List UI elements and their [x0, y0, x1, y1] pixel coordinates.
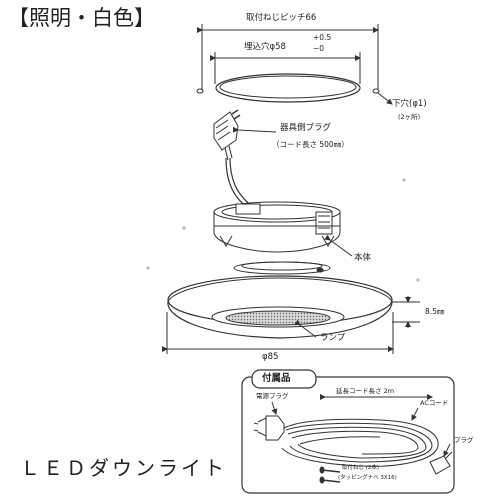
extension-cord-label: 延長コード長さ 2m	[336, 387, 395, 395]
product-name: ＬＥＤダウンライト	[20, 456, 227, 480]
screws-label: 取付ねじ (2本)	[342, 465, 380, 471]
pilot-hole-right	[372, 88, 380, 94]
pilot-hole-count: (2ヶ所)	[398, 113, 421, 121]
cord-line	[225, 157, 249, 209]
lamp-flange	[167, 275, 393, 339]
diameter-label: φ85	[262, 352, 279, 362]
cutout-dimension	[210, 52, 361, 84]
cord-length-label: （コード長さ 500㎜）	[272, 140, 349, 149]
plug-label: プラグ	[454, 436, 474, 444]
mount-pitch-dimension	[197, 24, 379, 90]
ac-cord-label: ACコード	[420, 399, 449, 407]
cutout-label: 埋込穴φ58	[244, 42, 286, 52]
height-dimension	[392, 296, 420, 328]
registration-marks	[146, 178, 420, 282]
page-title: 【照明・白色】	[8, 6, 155, 30]
height-label: 8.5㎜	[425, 307, 445, 316]
led-panel	[225, 310, 331, 326]
accessories-heading: 付属品	[262, 373, 291, 384]
body-label: 本体	[354, 253, 372, 263]
body-housing	[213, 201, 341, 253]
pilot-hole-left	[196, 88, 204, 94]
pilot-hole-label: 下穴(φ1)	[392, 99, 427, 109]
tolerance-plus: +0.5	[313, 33, 332, 42]
power-plug-label: 電源プラグ	[256, 392, 289, 400]
lamp-label: ランプ	[320, 333, 346, 343]
diameter-dimension	[162, 312, 394, 354]
tolerance-minus: −0	[313, 44, 325, 53]
device-plug-label: 器具側プラグ	[280, 123, 332, 133]
accessory-box	[241, 369, 455, 494]
screw-spec-label: (タッピングナベ 3X16)	[338, 475, 397, 481]
mount-pitch-label: 取付ねじピッチ66	[246, 13, 317, 23]
cutout-ring	[215, 73, 361, 103]
device-plug	[213, 109, 241, 161]
